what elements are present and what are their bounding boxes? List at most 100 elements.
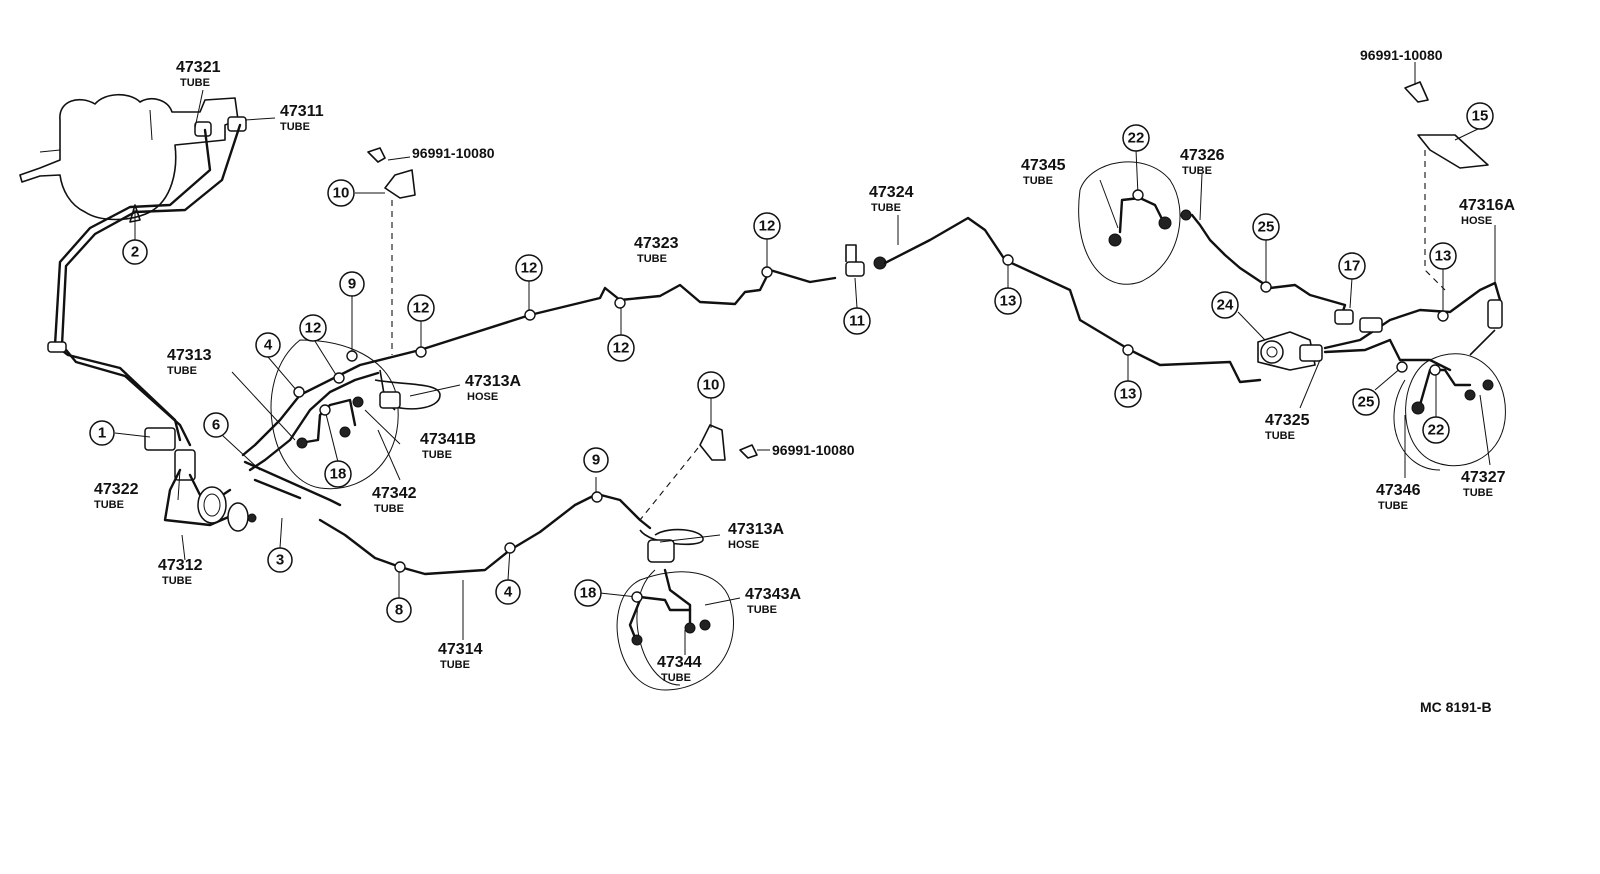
svg-text:13: 13 [1120, 386, 1137, 403]
tube-joints [293, 189, 1449, 603]
callout-6: 6 [203, 412, 229, 438]
svg-text:24: 24 [1217, 297, 1234, 314]
svg-text:47323: 47323 [634, 235, 679, 252]
master-cylinder-assembly [19, 93, 247, 221]
proportioning-valve [144, 427, 257, 532]
svg-text:TUBE: TUBE [162, 575, 192, 587]
brackets [367, 81, 1489, 461]
callout-8: 8 [386, 597, 412, 623]
svg-text:4: 4 [504, 584, 513, 601]
svg-text:TUBE: TUBE [871, 202, 901, 214]
svg-text:47314: 47314 [438, 641, 483, 658]
svg-text:HOSE: HOSE [467, 391, 498, 403]
svg-text:47325: 47325 [1265, 412, 1310, 429]
svg-text:TUBE: TUBE [280, 121, 310, 133]
svg-text:47313A: 47313A [465, 373, 521, 390]
svg-text:47316A: 47316A [1459, 197, 1515, 214]
svg-text:9: 9 [348, 276, 356, 293]
svg-text:47345: 47345 [1021, 157, 1066, 174]
svg-text:TUBE: TUBE [94, 499, 124, 511]
svg-text:25: 25 [1258, 219, 1275, 236]
svg-text:12: 12 [521, 260, 538, 277]
svg-text:2: 2 [131, 244, 139, 261]
callout-10-upper: 10 [327, 179, 355, 207]
svg-text:47322: 47322 [94, 481, 139, 498]
svg-text:18: 18 [580, 585, 597, 602]
svg-text:13: 13 [1435, 248, 1452, 265]
svg-text:47313A: 47313A [728, 521, 784, 538]
callout-2: 2 [122, 239, 148, 265]
center-junction [845, 216, 1262, 384]
svg-text:TUBE: TUBE [1265, 430, 1295, 442]
svg-text:10: 10 [703, 377, 720, 394]
svg-text:TUBE: TUBE [167, 365, 197, 377]
svg-text:47344: 47344 [657, 654, 702, 671]
svg-text:15: 15 [1472, 108, 1489, 125]
svg-text:47326: 47326 [1180, 147, 1225, 164]
svg-text:TUBE: TUBE [637, 253, 667, 265]
clip-code-upper-right: 96991-10080 [1360, 47, 1443, 63]
rear-axle [1190, 213, 1502, 372]
svg-text:47342: 47342 [372, 485, 417, 502]
callout-10-lower: 10 [697, 371, 725, 399]
callout-13-b: 13 [1114, 380, 1142, 408]
callout-11: 11 [843, 307, 871, 335]
svg-text:10: 10 [333, 185, 350, 202]
callout-9-upper: 9 [339, 271, 365, 297]
callout-22-upper: 22 [1122, 124, 1150, 152]
svg-text:9: 9 [592, 452, 600, 469]
callout-12-c: 12 [515, 254, 543, 282]
svg-text:HOSE: HOSE [1461, 215, 1492, 227]
svg-text:4: 4 [264, 337, 273, 354]
svg-text:8: 8 [395, 602, 403, 619]
svg-text:TUBE: TUBE [1463, 487, 1493, 499]
rear-right-wheel [1393, 299, 1506, 471]
callout-25-lower: 25 [1352, 388, 1380, 416]
svg-text:11: 11 [849, 313, 865, 330]
svg-text:13: 13 [1000, 293, 1017, 310]
front-tubes [47, 123, 242, 447]
front-left-wheel [270, 339, 441, 490]
callout-25-upper: 25 [1252, 213, 1280, 241]
diagram-code: MC 8191-B [1420, 699, 1492, 715]
svg-text:47324: 47324 [869, 184, 914, 201]
svg-text:TUBE: TUBE [661, 672, 691, 684]
callout-12-e: 12 [753, 212, 781, 240]
svg-text:47341B: 47341B [420, 431, 476, 448]
svg-text:6: 6 [212, 417, 220, 434]
callout-3: 3 [267, 547, 293, 573]
svg-text:47327: 47327 [1461, 469, 1506, 486]
callout-12-b: 12 [407, 294, 435, 322]
leader-lines [114, 62, 1496, 655]
svg-text:47346: 47346 [1376, 482, 1421, 499]
svg-text:3: 3 [276, 552, 284, 569]
callout-22-lower: 22 [1422, 416, 1450, 444]
callout-24: 24 [1211, 291, 1239, 319]
svg-text:TUBE: TUBE [747, 604, 777, 616]
callout-13-c: 13 [1429, 242, 1457, 270]
svg-text:47313: 47313 [167, 347, 212, 364]
svg-text:TUBE: TUBE [440, 659, 470, 671]
svg-text:TUBE: TUBE [180, 77, 210, 89]
callout-18-upper: 18 [324, 460, 352, 488]
svg-text:TUBE: TUBE [374, 503, 404, 515]
svg-text:12: 12 [759, 218, 776, 235]
